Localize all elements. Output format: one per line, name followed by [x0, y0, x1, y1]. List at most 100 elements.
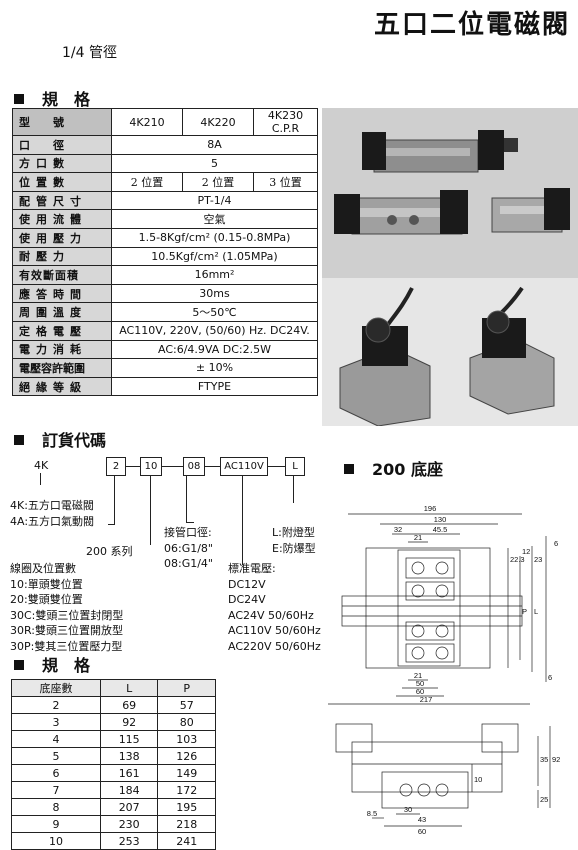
dash-line	[161, 466, 183, 467]
dim-label: 196	[424, 504, 437, 513]
spec-label: 方口數	[12, 153, 112, 174]
leader-line	[242, 475, 243, 565]
leader-line	[186, 475, 187, 523]
spec-label: 電力消耗	[12, 339, 112, 360]
spec-label: 位置數	[12, 172, 112, 192]
leader-line	[114, 475, 115, 525]
page-subtitle: 1/4 管徑	[62, 45, 117, 61]
dim-label: 50	[416, 679, 424, 688]
page-title: 五口二位電磁閥	[373, 10, 570, 40]
dim-label: P	[522, 607, 527, 616]
dash-line	[125, 466, 140, 467]
spec-value: 5	[111, 153, 318, 174]
dim-label: 22.3	[510, 555, 525, 564]
dim-label: 43	[418, 815, 426, 824]
base-drawing: 196 130 32 45.5 21 6 23 12 22.3 P L 21 5…	[328, 504, 560, 836]
spec-row: 電壓容許範圍± 10%	[12, 358, 318, 378]
spec-value: 2 位置	[182, 172, 254, 192]
coil-desc: 線圈及位置數 10:單頭雙位置 20:雙頭雙位置 30C:雙頭三位置封閉型 30…	[10, 562, 124, 653]
series-desc: 4K:五方口電磁閥 4A:五方口氣動閥	[10, 499, 95, 528]
valve-image	[362, 130, 518, 173]
spec-value: 10.5Kgf/cm² (1.05MPa)	[111, 246, 318, 267]
code-box: 10	[140, 457, 162, 476]
spec-value: 1.5-8Kgf/cm² (0.15-0.8MPa)	[111, 227, 318, 248]
dim-label: 6	[548, 673, 552, 682]
size-header-row: 底座數 L P	[11, 679, 216, 697]
spec-value: 空氣	[111, 209, 318, 229]
spec-row: 使用流體空氣	[12, 209, 318, 229]
spec-label: 應答時間	[12, 283, 112, 304]
spec-value: AC110V, 220V, (50/60) Hz. DC24V.	[111, 320, 318, 341]
size-cell: 92	[99, 713, 159, 731]
dim-label: 10	[474, 775, 482, 784]
dim-label: 217	[420, 695, 433, 704]
size-cell: 3	[11, 713, 101, 731]
dim-label: 25	[540, 795, 548, 804]
leader-line	[108, 524, 115, 525]
spec-label: 配管尺寸	[12, 190, 112, 211]
size-cell: 9	[11, 815, 101, 833]
dim-label: 8.5	[367, 809, 377, 818]
size-cell: 5	[11, 747, 101, 765]
dash-line	[267, 466, 285, 467]
size-cell: 195	[157, 798, 216, 816]
spec-value: ± 10%	[111, 358, 318, 378]
size-cell: 103	[157, 730, 216, 748]
dim-label: 30	[404, 805, 412, 814]
size-cell: 57	[157, 696, 216, 714]
spec-model: 4K220	[182, 108, 254, 136]
spec-label: 周圍溫度	[12, 302, 112, 322]
dim-label: 23	[534, 555, 542, 564]
bullet-square-icon	[14, 94, 24, 104]
spec-label: 絕緣等級	[12, 376, 112, 397]
dim-label: 130	[434, 515, 447, 524]
leader-line	[150, 475, 151, 545]
spec-value: 30ms	[111, 283, 318, 304]
code-box: L	[285, 457, 305, 476]
size-heading-text: 規 格	[42, 656, 91, 675]
size-cell: 241	[157, 832, 216, 850]
size-cell: 149	[157, 764, 216, 782]
dim-label: 12	[522, 547, 530, 556]
dash-line	[204, 466, 220, 467]
dim-label: 6	[554, 539, 558, 548]
size-cell: 172	[157, 781, 216, 799]
size-cell: 184	[99, 781, 159, 799]
size-cell: 207	[99, 798, 159, 816]
size-header: L	[99, 679, 159, 697]
product-photo-bottom	[322, 278, 578, 426]
dim-label: L	[534, 607, 538, 616]
spec-heading: 規 格	[14, 86, 90, 110]
spec-value: 16mm²	[111, 265, 318, 285]
size-cell: 126	[157, 747, 216, 765]
spec-label: 型 號	[12, 108, 112, 136]
dim-label: 45.5	[433, 525, 448, 534]
size-cell: 161	[99, 764, 159, 782]
spec-value: 8A	[111, 135, 318, 155]
spec-value: 2 位置	[111, 172, 183, 192]
spec-heading-text: 規 格	[42, 90, 91, 109]
leader-line	[186, 522, 194, 523]
bullet-square-icon	[14, 660, 24, 670]
spec-value: 5～50℃	[111, 302, 318, 322]
dim-label: 92	[552, 755, 560, 764]
size-header: P	[157, 679, 216, 697]
lamp-desc: L:附燈型 E:防爆型	[272, 526, 316, 555]
code-box: 08	[183, 457, 205, 476]
size-cell: 218	[157, 815, 216, 833]
valve-image	[334, 190, 468, 235]
spec-label: 口 徑	[12, 135, 112, 155]
